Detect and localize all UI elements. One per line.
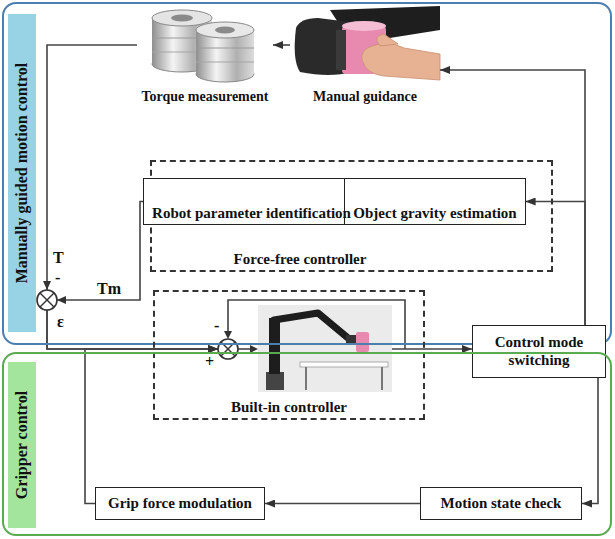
torque-sensor-picture bbox=[215, 27, 235, 34]
controller-group: Robot parameter identificationObject gra… bbox=[150, 160, 553, 272]
group-title: Built-in controller bbox=[155, 399, 423, 416]
signal-arrow bbox=[425, 348, 472, 350]
process-box: Object gravity estimation bbox=[344, 178, 525, 225]
signal-arrow bbox=[265, 503, 420, 505]
robot-arm-picture bbox=[269, 318, 280, 374]
region-title: Manually guided motion control bbox=[8, 14, 36, 332]
picture-panel: Manual guidance bbox=[290, 5, 440, 106]
summing-junction bbox=[37, 290, 57, 310]
signal-symbol: + bbox=[204, 354, 215, 370]
summing-junction bbox=[40, 293, 54, 307]
torque-sensor-picture bbox=[171, 15, 193, 22]
signal-symbol: ε bbox=[56, 314, 65, 330]
signal-symbol: - bbox=[213, 318, 220, 334]
group-title: Force-free controller bbox=[200, 251, 400, 268]
torque-sensor-picture bbox=[196, 22, 254, 38]
process-box: Motion state check bbox=[420, 487, 582, 520]
torque-sensor-picture bbox=[152, 10, 254, 82]
manual-guidance-picture bbox=[377, 34, 398, 46]
box-label: Robot parameter identification bbox=[144, 205, 359, 222]
robot-arm-picture bbox=[356, 332, 369, 352]
picture-panel: Torque measurement bbox=[137, 5, 273, 106]
box-label: Motion state check bbox=[441, 495, 562, 512]
manual-guidance-picture bbox=[295, 6, 440, 80]
robot-arm-picture bbox=[258, 305, 392, 392]
summing-junction bbox=[57, 296, 66, 304]
robot-arm-picture bbox=[266, 372, 284, 390]
process-box: Robot parameter identification bbox=[143, 178, 360, 225]
control-region: Grip force modulation Motion state check G… bbox=[2, 352, 612, 536]
torque-sensor-picture bbox=[196, 48, 254, 49]
signal-arrow bbox=[526, 202, 585, 326]
signal-arrow bbox=[273, 44, 290, 46]
manual-guidance-picture bbox=[362, 43, 440, 80]
signal-arrow bbox=[582, 378, 598, 504]
control-region: Torque measurement Manual guidanceRobot p… bbox=[2, 2, 612, 345]
robot-arm-picture bbox=[300, 362, 388, 367]
summing-junction bbox=[218, 339, 238, 359]
picture-caption: Torque measurement bbox=[137, 89, 273, 104]
box-label: Grip force modulation bbox=[108, 495, 252, 512]
manual-guidance-picture bbox=[342, 21, 386, 31]
picture-caption: Manual guidance bbox=[290, 89, 440, 104]
summing-junction bbox=[43, 281, 51, 290]
signal-symbol: Tm bbox=[96, 281, 122, 297]
signal-line bbox=[238, 348, 250, 350]
signal-line bbox=[228, 300, 425, 349]
torque-sensor-picture bbox=[152, 10, 212, 26]
manual-guidance-picture bbox=[336, 30, 346, 70]
controller-group: Built-in controller bbox=[153, 290, 425, 420]
region-title: Gripper control bbox=[8, 362, 36, 528]
summing-junction bbox=[37, 281, 238, 359]
signal-line bbox=[224, 331, 232, 339]
robot-arm-picture bbox=[381, 367, 383, 390]
robot-arm-picture bbox=[274, 313, 348, 338]
process-box: Grip force modulation bbox=[95, 487, 265, 520]
torque-sensor-picture bbox=[196, 62, 254, 63]
process-box: Control mode switching bbox=[472, 325, 606, 378]
signal-arrow bbox=[85, 349, 218, 504]
box-label: Control mode switching bbox=[479, 334, 599, 369]
signal-line bbox=[224, 300, 425, 353]
signal-symbol: T bbox=[52, 250, 65, 266]
box-label: Object gravity estimation bbox=[345, 205, 524, 222]
edge-layer bbox=[47, 45, 598, 504]
robot-arm-picture bbox=[258, 305, 392, 392]
signal-symbol: - bbox=[54, 270, 61, 286]
robot-arm-picture bbox=[305, 367, 307, 390]
summing-junction bbox=[40, 293, 54, 307]
